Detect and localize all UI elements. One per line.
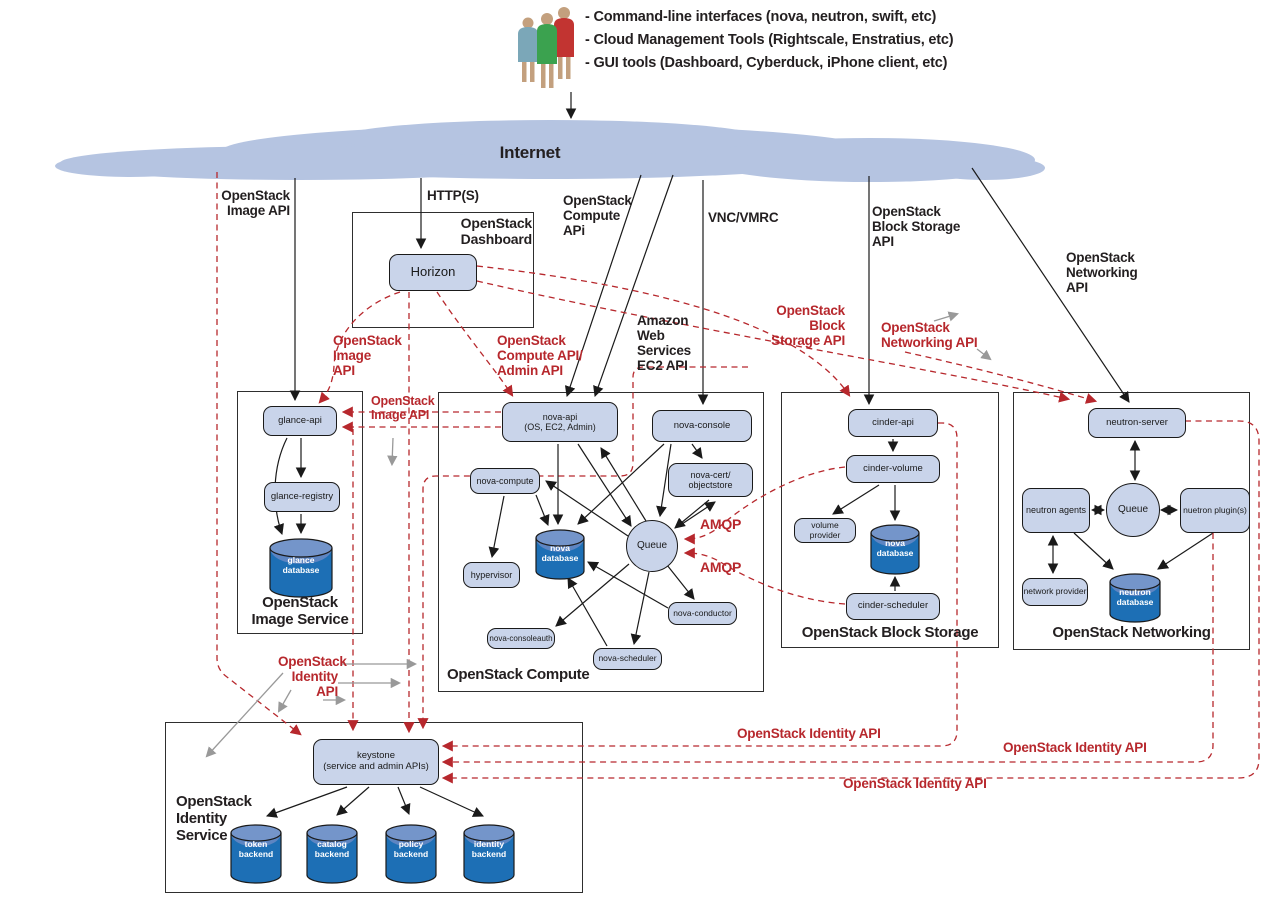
node-glance-api: glance-api	[263, 406, 337, 436]
policy-backend-label: policy backend	[393, 839, 429, 859]
red-block-storage-api-label: OpenStack Block Storage API	[771, 303, 845, 349]
token-backend-cylinder	[230, 824, 282, 884]
red-dashed-lines	[216, 172, 1260, 784]
red-identity-api-label-1: OpenStack Identity API	[737, 726, 881, 741]
client-tools-text: - Command-line interfaces (nova, neutron…	[585, 9, 954, 71]
identity-title: OpenStack Identity Service	[176, 793, 252, 844]
node-nova-conductor: nova-conductor	[668, 602, 737, 625]
node-compute-queue: Queue	[626, 520, 678, 572]
block-storage-api-label: OpenStack Block Storage API	[872, 204, 961, 250]
node-nova-consoleauth: nova-consoleauth	[487, 628, 555, 649]
token-backend-label: token backend	[238, 839, 274, 859]
node-neutron-agents: neutron agents	[1022, 488, 1090, 533]
red-networking-api-label: OpenStack Networking API	[881, 320, 978, 351]
node-nova-console: nova-console	[652, 410, 752, 442]
block-nova-database-cylinder	[870, 524, 920, 575]
identity-backend-cylinder	[463, 824, 515, 884]
dashboard-box	[352, 212, 534, 328]
catalog-backend-cylinder	[306, 824, 358, 884]
catalog-backend-label: catalog backend	[314, 839, 350, 859]
node-keystone: keystone (service and admin APIs)	[313, 739, 439, 785]
node-neutron-server: neutron-server	[1088, 408, 1186, 438]
database-cylinders	[230, 524, 1161, 884]
nova-database-label: nova database	[541, 543, 579, 563]
black-arrows	[265, 92, 1214, 818]
amqp-label-2: AMQP	[700, 559, 742, 575]
image-service-title: OpenStack Image Service	[251, 594, 349, 628]
node-nova-api: nova-api (OS, EC2, Admin)	[502, 402, 618, 442]
ec2-api-label: Amazon Web Services EC2 API	[637, 313, 691, 374]
node-networking-queue: Queue	[1106, 483, 1160, 537]
red-image-api-label: OpenStack Image API	[333, 333, 402, 379]
compute-title: OpenStack Compute	[447, 666, 590, 683]
node-cinder-volume: cinder-volume	[846, 455, 940, 483]
block-storage-box	[781, 392, 999, 648]
node-hypervisor: hypervisor	[463, 562, 520, 588]
node-nova-compute: nova-compute	[470, 468, 540, 494]
block-nova-database-label: nova database	[876, 538, 914, 558]
node-volume-provider: volume provider	[794, 518, 856, 543]
glance-database-label: glance database	[282, 555, 320, 575]
node-network-provider: network provider	[1022, 578, 1088, 606]
red-identity-api-left-label: OpenStack Identity API	[278, 654, 347, 700]
node-nova-cert: nova-cert/ objectstore	[668, 463, 753, 497]
vnc-vmrc-label: VNC/VMRC	[708, 210, 779, 225]
block-storage-title: OpenStack Block Storage	[801, 624, 979, 641]
glance-database-cylinder	[269, 538, 333, 598]
policy-backend-cylinder	[385, 824, 437, 884]
red-identity-api-label-3: OpenStack Identity API	[843, 776, 987, 791]
node-cinder-api: cinder-api	[848, 409, 938, 437]
neutron-database-cylinder	[1109, 573, 1161, 623]
identity-backend-label: identity backend	[471, 839, 507, 859]
node-horizon: Horizon	[389, 254, 477, 291]
gray-arrows	[205, 311, 992, 758]
identity-box	[165, 722, 583, 893]
neutron-database-label: neutron database	[1116, 587, 1154, 607]
red-identity-api-label-2: OpenStack Identity API	[1003, 740, 1147, 755]
compute-api-label: OpenStack Compute APi	[563, 193, 632, 239]
double-arrows	[1047, 439, 1179, 575]
networking-title: OpenStack Networking	[1052, 624, 1211, 641]
internet-label: Internet	[499, 143, 561, 162]
nova-database-cylinder	[535, 529, 585, 580]
people-icon	[518, 7, 574, 88]
image-api-label: OpenStack Image API	[221, 188, 290, 219]
amqp-label-1: AMQP	[700, 516, 742, 532]
node-glance-registry: glance-registry	[264, 482, 340, 512]
node-cinder-scheduler: cinder-scheduler	[846, 593, 940, 620]
dashboard-title: OpenStack Dashboard	[460, 215, 533, 247]
red-image-api-glance-label: OpenStack Image API	[371, 394, 435, 422]
red-compute-admin-api-label: OpenStack Compute API/ Admin API	[497, 333, 583, 379]
http-label: HTTP(S)	[427, 188, 479, 203]
internet-cloud-shape	[55, 120, 1045, 182]
networking-api-label: OpenStack Networking API	[1066, 250, 1138, 296]
node-neutron-plugins: nuetron plugin(s)	[1180, 488, 1250, 533]
node-nova-scheduler: nova-scheduler	[593, 648, 662, 670]
